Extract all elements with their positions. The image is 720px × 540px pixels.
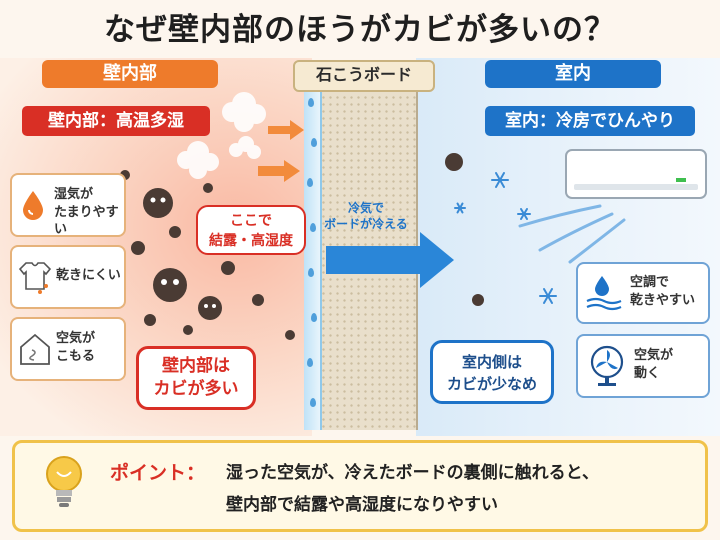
room-mold-callout: 室内側は カビが少なめ (430, 340, 554, 404)
card-label: 乾きやすい (630, 293, 696, 308)
water-drop-icon (311, 138, 317, 147)
card-label: こもる (56, 349, 96, 364)
water-drop-icon (310, 398, 316, 407)
card-label: 乾きにくい (56, 268, 121, 283)
lightbulb-icon (46, 456, 82, 507)
water-drop-icon (308, 268, 314, 277)
board-label-line: ボードが冷える (324, 217, 408, 231)
wall-mold-callout: 壁内部は カビが多い (136, 346, 256, 410)
gypsum-board-header: 石こうボード (293, 60, 435, 92)
condensation-layer (304, 78, 322, 430)
card-air-moves: 空気が 動く (576, 334, 710, 398)
mold-eyes (150, 197, 216, 308)
card-label: たまりやすい (54, 205, 119, 237)
card-label: 動く (634, 366, 661, 381)
water-drop-icon (307, 358, 313, 367)
board-label-line: 冷気で (347, 201, 384, 215)
point-text-line-2: 壁内部で結露や高湿度になりやすい (226, 495, 498, 515)
callout-line: カビが少なめ (446, 375, 537, 393)
air-conditioner-icon (565, 149, 707, 199)
point-text-line-1: 湿った空気が、冷えたボードの裏側に触れると、 (226, 463, 599, 483)
card-label: 空気が (56, 331, 96, 346)
point-box (12, 440, 708, 532)
card-hard-to-dry: 乾きにくい (10, 245, 126, 309)
callout-line: 壁内部は (162, 356, 230, 376)
steam-icon (177, 92, 266, 179)
water-drop-icon (308, 98, 314, 107)
wall-condition-label: 壁内部：高温多湿 (22, 106, 210, 136)
fan-icon (590, 345, 624, 386)
wet-shirt-icon (18, 262, 52, 294)
water-drop-icon (311, 313, 317, 322)
snowflake-icon (454, 172, 557, 304)
cold-air-arrow-icon (326, 232, 454, 288)
page-title: なぜ壁内部のほうがカビが多いの？ (104, 12, 616, 48)
cold-air-stream-icon (518, 204, 626, 264)
card-label: 空調で (630, 275, 670, 290)
house-icon (20, 333, 50, 365)
point-label: ポイント： (110, 462, 206, 484)
card-label: 空気が (634, 348, 674, 363)
callout-line: 室内側は (461, 353, 522, 371)
room-header: 室内 (485, 60, 661, 88)
water-drop-icon (310, 223, 316, 232)
card-air-stagnates: 空気が こもる (10, 317, 126, 381)
water-drop-icon (307, 178, 313, 187)
card-label: 湿気が (54, 187, 94, 202)
board-cooling-label: 冷気で ボードが冷える (324, 200, 408, 232)
water-drop-icon (23, 191, 43, 220)
condensation-callout: ここで 結露・高湿度 (196, 205, 306, 255)
card-humidity-accumulates: 湿気が たまりやすい (10, 173, 126, 237)
heat-arrow-icon (258, 120, 304, 182)
callout-line: 結露・高湿度 (209, 233, 293, 249)
wall-interior-header: 壁内部 (42, 60, 218, 88)
wind-drop-icon (586, 276, 622, 311)
callout-line: カビが多い (153, 379, 239, 399)
callout-line: ここで (230, 213, 272, 229)
room-condition-label: 室内：冷房でひんやり (485, 106, 695, 136)
card-ac-dries: 空調で 乾きやすい (576, 262, 710, 324)
